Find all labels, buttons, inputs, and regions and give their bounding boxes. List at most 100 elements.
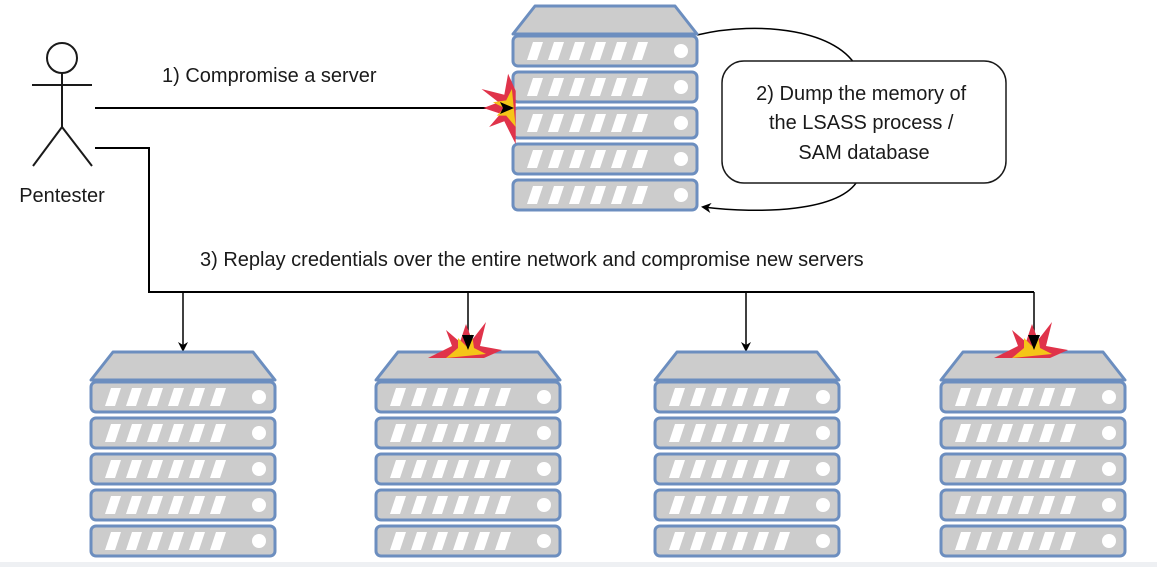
vent-stripe bbox=[126, 388, 142, 406]
vent-stripe bbox=[495, 532, 511, 550]
vent-stripe bbox=[711, 460, 727, 478]
server-unit bbox=[653, 524, 841, 558]
vent-stripe bbox=[669, 532, 685, 550]
vent-stripe bbox=[168, 532, 184, 550]
server-unit bbox=[89, 452, 277, 486]
vent-stripe bbox=[390, 532, 406, 550]
vent-stripe bbox=[590, 114, 606, 132]
vent-stripe bbox=[548, 186, 564, 204]
vent-stripe bbox=[774, 424, 790, 442]
server-unit bbox=[939, 524, 1127, 558]
server-unit bbox=[939, 380, 1127, 414]
server-roof bbox=[89, 350, 277, 382]
vent-stripe bbox=[432, 388, 448, 406]
vent-stripe bbox=[1060, 460, 1076, 478]
explosion-inner bbox=[492, 89, 516, 127]
vent-stripe bbox=[955, 496, 971, 514]
vent-stripe bbox=[976, 496, 992, 514]
vent-stripe bbox=[453, 496, 469, 514]
led-icon bbox=[537, 426, 551, 440]
vent-stripe bbox=[495, 460, 511, 478]
explosion-icon bbox=[481, 73, 516, 145]
led-icon bbox=[816, 498, 830, 512]
server-unit bbox=[374, 524, 562, 558]
server-unit bbox=[511, 34, 699, 68]
vent-stripe bbox=[147, 496, 163, 514]
vent-stripe bbox=[590, 42, 606, 60]
vent-stripe bbox=[753, 460, 769, 478]
vent-stripe bbox=[632, 78, 648, 96]
led-icon bbox=[816, 426, 830, 440]
led-icon bbox=[674, 188, 688, 202]
vent-stripe bbox=[210, 424, 226, 442]
server-unit bbox=[374, 380, 562, 414]
vent-stripe bbox=[432, 496, 448, 514]
vent-stripe bbox=[955, 532, 971, 550]
vent-stripe bbox=[690, 388, 706, 406]
vent-stripe bbox=[527, 78, 543, 96]
led-icon bbox=[537, 462, 551, 476]
vent-stripe bbox=[390, 460, 406, 478]
vent-stripe bbox=[189, 388, 205, 406]
vent-stripe bbox=[732, 388, 748, 406]
vent-stripe bbox=[548, 150, 564, 168]
vent-stripe bbox=[168, 388, 184, 406]
dump-loop-arrow bbox=[701, 179, 859, 213]
vent-stripe bbox=[474, 496, 490, 514]
server-unit bbox=[653, 488, 841, 522]
vent-stripe bbox=[548, 114, 564, 132]
vent-stripe bbox=[1060, 496, 1076, 514]
server-unit bbox=[89, 380, 277, 414]
vent-stripe bbox=[774, 496, 790, 514]
vent-stripe bbox=[453, 532, 469, 550]
vent-stripe bbox=[590, 186, 606, 204]
vent-stripe bbox=[1060, 388, 1076, 406]
vent-stripe bbox=[147, 388, 163, 406]
vent-stripe bbox=[474, 460, 490, 478]
vent-stripe bbox=[976, 460, 992, 478]
vent-stripe bbox=[569, 78, 585, 96]
vent-stripe bbox=[474, 388, 490, 406]
vent-stripe bbox=[590, 150, 606, 168]
led-icon bbox=[252, 462, 266, 476]
arrowhead bbox=[500, 102, 514, 114]
vent-stripe bbox=[390, 388, 406, 406]
step2-box bbox=[721, 60, 1007, 184]
vent-stripe bbox=[189, 496, 205, 514]
bottom-edge bbox=[0, 562, 1157, 567]
led-icon bbox=[674, 152, 688, 166]
led-icon bbox=[816, 534, 830, 548]
vent-stripe bbox=[1060, 532, 1076, 550]
server-unit bbox=[511, 178, 699, 212]
explosion-inner bbox=[446, 334, 486, 358]
server-unit bbox=[374, 416, 562, 450]
arrowhead bbox=[1028, 335, 1040, 350]
vent-stripe bbox=[210, 496, 226, 514]
server-unit bbox=[511, 142, 699, 176]
server-unit bbox=[653, 380, 841, 414]
vent-stripe bbox=[105, 388, 121, 406]
vent-stripe bbox=[432, 424, 448, 442]
vent-stripe bbox=[147, 460, 163, 478]
target-server-1 bbox=[89, 350, 277, 558]
target-server-3 bbox=[653, 350, 841, 558]
step2-label: 2) Dump the memory of the LSASS process … bbox=[756, 83, 972, 164]
vent-stripe bbox=[690, 532, 706, 550]
vent-stripe bbox=[1018, 388, 1034, 406]
vent-stripe bbox=[527, 150, 543, 168]
explosion-inner bbox=[1012, 334, 1052, 358]
led-icon bbox=[537, 498, 551, 512]
vent-stripe bbox=[753, 496, 769, 514]
vent-stripe bbox=[105, 460, 121, 478]
dump-loop-top bbox=[696, 27, 859, 71]
server-unit bbox=[374, 452, 562, 486]
vent-stripe bbox=[495, 424, 511, 442]
vent-stripe bbox=[669, 496, 685, 514]
server-unit bbox=[653, 416, 841, 450]
server-unit bbox=[939, 452, 1127, 486]
vent-stripe bbox=[569, 42, 585, 60]
vent-stripe bbox=[753, 532, 769, 550]
server-unit bbox=[89, 416, 277, 450]
server-unit bbox=[653, 452, 841, 486]
server-unit bbox=[939, 416, 1127, 450]
